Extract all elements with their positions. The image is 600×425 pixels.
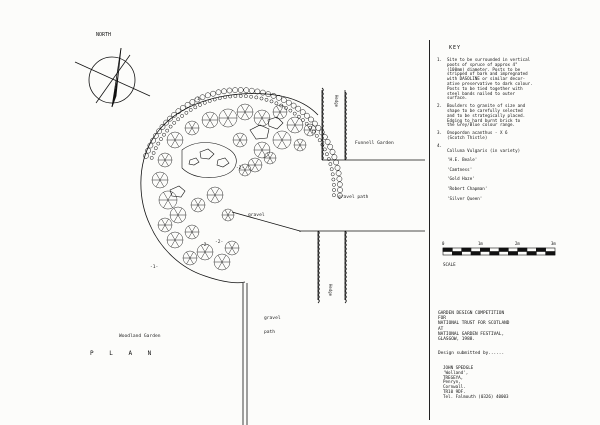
address-line: Penryn, bbox=[443, 379, 461, 385]
scale-bar bbox=[442, 247, 556, 256]
key-item: 1. Site to be surrounded in vertical poo… bbox=[437, 57, 567, 101]
competition-line: GARDEN DESIGN COMPETITION bbox=[438, 311, 505, 316]
designer-address: JOHN SPEDGLE 'Wolland', TREGEYA, Penryn,… bbox=[443, 365, 509, 400]
plant-variety: 'Gold Haze' bbox=[447, 176, 475, 182]
plan-title: P L A N bbox=[90, 350, 158, 357]
key-item-text: Calluna Vulgaris (in variety) 'H.E. Beal… bbox=[447, 144, 567, 211]
address-line: Tel. Falmouth (0326) 40003 bbox=[443, 393, 509, 399]
key-item-number: 3. bbox=[437, 130, 443, 136]
scale-tick-1: 1m bbox=[478, 241, 483, 246]
plant-variety: 'H.E. Beale' bbox=[447, 157, 478, 163]
key-item-text: Onopordon acanthus - X 6 (Scotch Thistle… bbox=[447, 130, 508, 140]
north-arrow bbox=[74, 47, 151, 108]
plant-variety: 'Robert Chapman' bbox=[447, 185, 488, 191]
label-woodland-garden: Woodland Garden bbox=[119, 334, 161, 339]
key-item-number: 1. bbox=[437, 57, 443, 62]
label-gravel-bottom: gravel bbox=[264, 316, 281, 321]
label-gravel-path: gravel path bbox=[338, 195, 369, 200]
submitted-by: Design submitted by...... bbox=[438, 351, 505, 356]
competition-line: NATIONAL GARDEN FESTIVAL, bbox=[438, 331, 505, 337]
key-item-number: 2. bbox=[437, 103, 443, 109]
boulder-area bbox=[169, 116, 284, 198]
key-title: KEY bbox=[449, 45, 462, 51]
label-path-bottom: path bbox=[264, 330, 276, 335]
competition-line: FOR bbox=[438, 316, 446, 322]
marker-2-a: -2- bbox=[236, 166, 245, 171]
marker-1-left: -1- bbox=[150, 265, 159, 270]
scale-tick-0: 0 bbox=[442, 241, 445, 246]
key-item-text: Boulders to granite of size and shape to… bbox=[447, 103, 526, 128]
scale-tick-3: 3m bbox=[551, 241, 556, 246]
key-list: 1. Site to be surrounded in vertical poo… bbox=[437, 57, 567, 214]
key-panel-divider bbox=[429, 40, 575, 420]
key-item: 3. Onopordon acanthus - X 6 (Scotch This… bbox=[437, 130, 567, 141]
scale-tick-2: 2m bbox=[515, 241, 520, 246]
label-hedge-top: Hedge bbox=[334, 95, 339, 108]
marker-2-b: -2- bbox=[215, 240, 224, 245]
key-item-number: 4. bbox=[437, 142, 443, 148]
scale-label: SCALE bbox=[443, 262, 456, 267]
label-hedge-bottom: Hedge bbox=[328, 284, 333, 297]
key-item-heading: Calluna Vulgaris (in variety) bbox=[447, 147, 521, 153]
bed-boundary bbox=[140, 93, 319, 284]
planting-shrubs bbox=[151, 103, 317, 271]
address-line: TREGEYA, bbox=[443, 374, 464, 380]
key-item: 4. Calluna Vulgaris (in variety) 'H.E. B… bbox=[437, 142, 567, 211]
marker-2-c: -2- bbox=[201, 243, 210, 248]
plant-variety: 'Silver Queen' bbox=[447, 195, 483, 201]
label-funnell-garden: Funnell Garden bbox=[355, 141, 394, 146]
competition-line: GLASGOW, 1988. bbox=[438, 337, 476, 343]
address-line: 'Wolland', bbox=[443, 369, 469, 375]
path-edges bbox=[231, 90, 425, 425]
label-gravel-top: gravel bbox=[248, 213, 265, 218]
address-line: TR10 9DF. bbox=[443, 388, 466, 394]
plant-variety: 'Camtness' bbox=[447, 166, 473, 172]
competition-line: NATIONAL TRUST FOR SCOTLAND bbox=[438, 321, 510, 327]
marker-1-top: -1- bbox=[194, 97, 203, 102]
north-label: NORTH bbox=[96, 32, 112, 38]
address-line: JOHN SPEDGLE bbox=[443, 365, 474, 370]
key-item: 2. Boulders to granite of size and shape… bbox=[437, 103, 567, 128]
address-line: Cornwall. bbox=[443, 384, 466, 390]
competition-line: AT bbox=[438, 326, 444, 332]
competition-title: GARDEN DESIGN COMPETITION FOR NATIONAL T… bbox=[438, 311, 573, 342]
plant-variety-list: 'H.E. Beale' 'Camtness' 'Gold Haze' 'Rob… bbox=[447, 153, 567, 206]
key-item-text: Site to be surrounded in vertical poots … bbox=[447, 57, 533, 101]
